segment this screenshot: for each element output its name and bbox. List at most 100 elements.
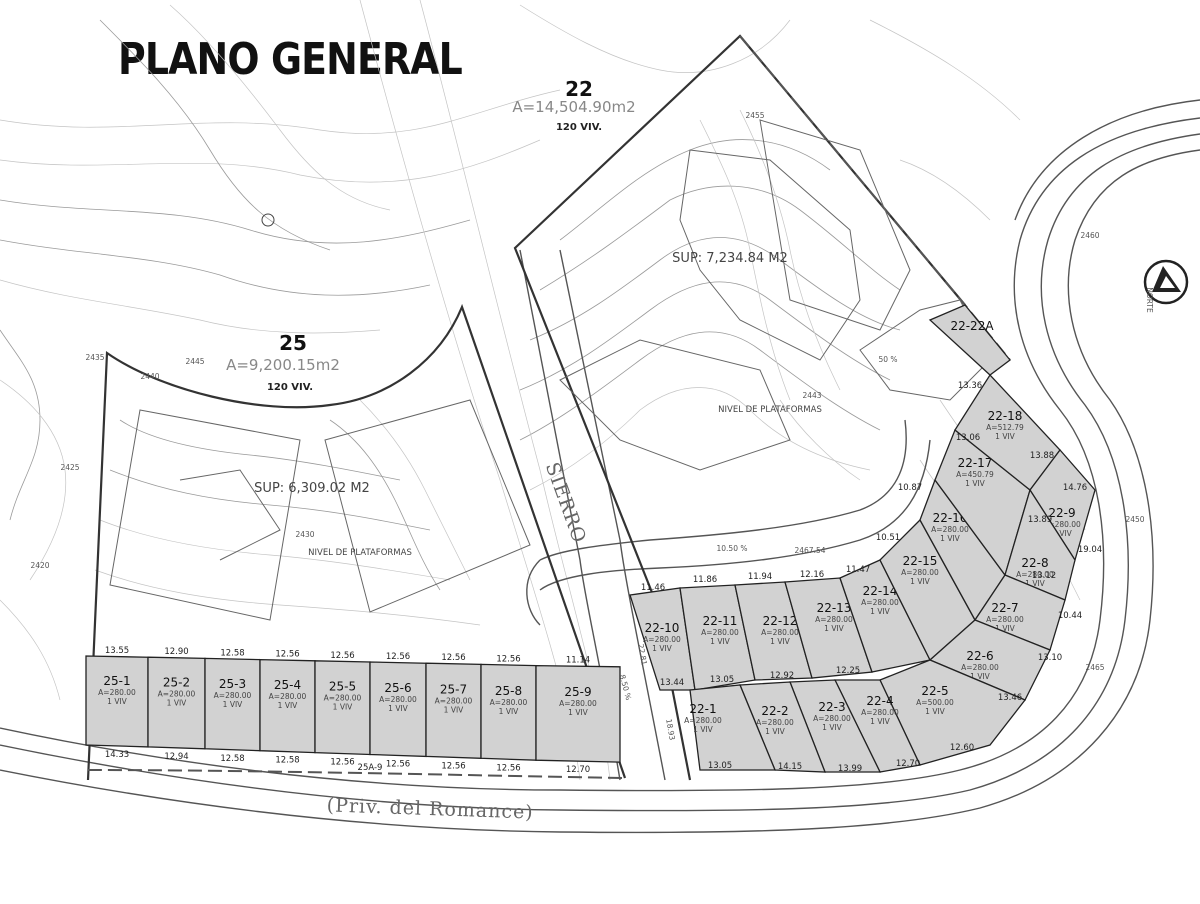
lot-25-9[interactable]: 25-9A=280.001 VIV xyxy=(535,664,621,763)
elevation-label: 2455 xyxy=(745,111,764,120)
lot-25-6[interactable]: 25-6A=280.001 VIV xyxy=(369,661,427,758)
lot-area: A=280.00 xyxy=(815,615,853,624)
perimeter-road xyxy=(0,99,1200,834)
grade-label: 22.81 xyxy=(636,643,649,666)
lot-area: A=280.00 xyxy=(961,663,999,672)
lot-dimension: 12.16 xyxy=(800,570,824,580)
elevation-label: 2425 xyxy=(60,463,79,472)
lot-25-1[interactable]: 25-1A=280.001 VIV xyxy=(85,655,149,748)
zone-25-platform-label: NIVEL DE PLATAFORMAS xyxy=(308,548,412,558)
lot-22-5[interactable]: 22-5A=500.001 VIV xyxy=(879,659,1027,766)
lot-id: 22-17 xyxy=(958,456,993,470)
lot-id: 22-13 xyxy=(817,601,852,615)
lot-area: A=280.00 xyxy=(684,716,722,725)
lot-25-2[interactable]: 25-2A=280.001 VIV xyxy=(147,656,206,750)
lot-dimension: 10.44 xyxy=(1058,611,1082,621)
lot-dimension: 13.55 xyxy=(105,646,129,656)
lot-area: A=280.00 xyxy=(98,688,136,697)
lot-dimension: 13.36 xyxy=(958,381,982,391)
elevation-label: 2430 xyxy=(295,530,314,539)
lot-id: 22-11 xyxy=(703,614,738,628)
lot-id: 22-6 xyxy=(966,649,993,663)
lot-dimension: 14.33 xyxy=(105,750,129,760)
lot-22-8[interactable]: 22-8A=280.001 VIV xyxy=(1004,488,1076,601)
lot-id: 25-5 xyxy=(329,680,356,694)
lot-area: A=280.00 xyxy=(490,698,528,707)
lot-22-22A[interactable]: 22-22A xyxy=(928,304,1011,376)
lot-units: 1 VIV xyxy=(499,707,519,716)
lot-units: 1 VIV xyxy=(107,697,127,706)
compass-north-icon: NORTE xyxy=(1143,259,1189,313)
zone-25-units: 120 VIV. xyxy=(267,382,313,393)
lot-22-18[interactable]: 22-18A=512.791 VIV xyxy=(954,373,1061,491)
lot-units: 1 VIV xyxy=(1025,579,1045,588)
road-label: SIERRO xyxy=(541,459,591,546)
lot-dimension: 13.10 xyxy=(1038,653,1062,663)
lot-id: 22-2 xyxy=(761,704,788,718)
lot-25-4[interactable]: 25-4A=280.001 VIV xyxy=(259,658,316,754)
lot-area: A=280.00 xyxy=(931,525,969,534)
lot-id: 22-7 xyxy=(991,601,1018,615)
elevation-label: 2440 xyxy=(140,372,159,381)
lot-area: A=280.00 xyxy=(986,615,1024,624)
lot-units: 1 VIV xyxy=(333,703,353,712)
lot-id: 22-9 xyxy=(1048,506,1075,520)
lot-22-11[interactable]: 22-11A=280.001 VIV xyxy=(679,584,756,691)
lot-dimension: 11.47 xyxy=(846,565,870,575)
lot-units: 1 VIV xyxy=(995,432,1015,441)
lot-units: 1 VIV xyxy=(568,708,588,717)
lot-id: 22-4 xyxy=(866,694,893,708)
lot-22-17[interactable]: 22-17A=450.791 VIV xyxy=(934,428,1031,577)
zone-22-number: 22 xyxy=(565,77,593,101)
lot-area: A=280.00 xyxy=(761,628,799,637)
zone-22-surface: SUP: 7,234.84 M2 xyxy=(672,251,788,266)
lot-dimension: 12.70 xyxy=(566,765,590,775)
lot-dimension: 10.87 xyxy=(898,483,922,493)
lot-id: 25-3 xyxy=(219,677,246,691)
lot-25-8[interactable]: 25-8A=280.001 VIV xyxy=(480,663,537,761)
lot-id: 22-16 xyxy=(933,511,968,525)
lot-id: 25-4 xyxy=(274,678,301,692)
lot-area: A=280.00 xyxy=(158,689,196,698)
lot-units: 1 VIV xyxy=(1052,529,1072,538)
lot-dimension: 11.14 xyxy=(566,656,590,666)
lot-id: 22-8 xyxy=(1021,556,1048,570)
lot-dimension: 12.56 xyxy=(441,653,465,663)
lot-25-3[interactable]: 25-3A=280.001 VIV xyxy=(204,657,261,752)
lot-dimension: 13.06 xyxy=(956,433,980,443)
lot-dimension: 13.05 xyxy=(710,675,734,685)
elevation-labels: 2455 2450 2445 2440 2435 2430 2425 2420 … xyxy=(30,111,1144,741)
zone-25-boundary xyxy=(86,303,627,781)
lot-units: 1 VIV xyxy=(824,624,844,633)
lot-units: 1 VIV xyxy=(652,644,672,653)
lot-25-7[interactable]: 25-7A=280.001 VIV xyxy=(425,662,482,759)
lot-dimension: 14.76 xyxy=(1063,483,1087,493)
lot-25-5[interactable]: 25-5A=280.001 VIV xyxy=(314,660,371,756)
zone-22-label: 22 A=14,504.90m2 120 VIV. SUP: 7,234.84 … xyxy=(512,77,822,415)
lot-area: A=280.00 xyxy=(559,699,597,708)
lot-22-10[interactable]: 22-10A=280.001 VIV xyxy=(629,587,696,691)
lot-dimension: 11.94 xyxy=(748,572,772,582)
elevation-label: 2467.54 xyxy=(794,546,825,555)
lot-dimension: 12.56 xyxy=(330,651,354,661)
lot-dimension: 13.89 xyxy=(1028,515,1052,525)
zone-22-units: 120 VIV. xyxy=(556,122,602,133)
lot-22-12[interactable]: 22-12A=280.001 VIV xyxy=(734,581,813,681)
lot-dimension: 13.44 xyxy=(660,678,684,688)
lot-units: 1 VIV xyxy=(965,479,985,488)
lot-units: 1 VIV xyxy=(870,717,890,726)
lot-id: 22-10 xyxy=(645,621,680,635)
lot-units: 1 VIV xyxy=(765,727,785,736)
lot-area: A=450.79 xyxy=(956,470,994,479)
lot-22-3[interactable]: 22-3A=280.001 VIV xyxy=(789,679,882,773)
lot-area: A=280.00 xyxy=(756,718,794,727)
lot-units: 1 VIV xyxy=(870,607,890,616)
lot-22-1[interactable]: 22-1A=280.001 VIV xyxy=(684,684,776,771)
lot-dimension: 12.58 xyxy=(220,648,244,658)
lot-units: 1 VIV xyxy=(223,700,243,709)
lot-dimension: 12.60 xyxy=(950,743,974,753)
compass-label: NORTE xyxy=(1145,287,1154,313)
lot-units: 1 VIV xyxy=(693,725,713,734)
lot-dimension: 12.25 xyxy=(836,666,860,676)
lot-area: A=280.00 xyxy=(701,628,739,637)
